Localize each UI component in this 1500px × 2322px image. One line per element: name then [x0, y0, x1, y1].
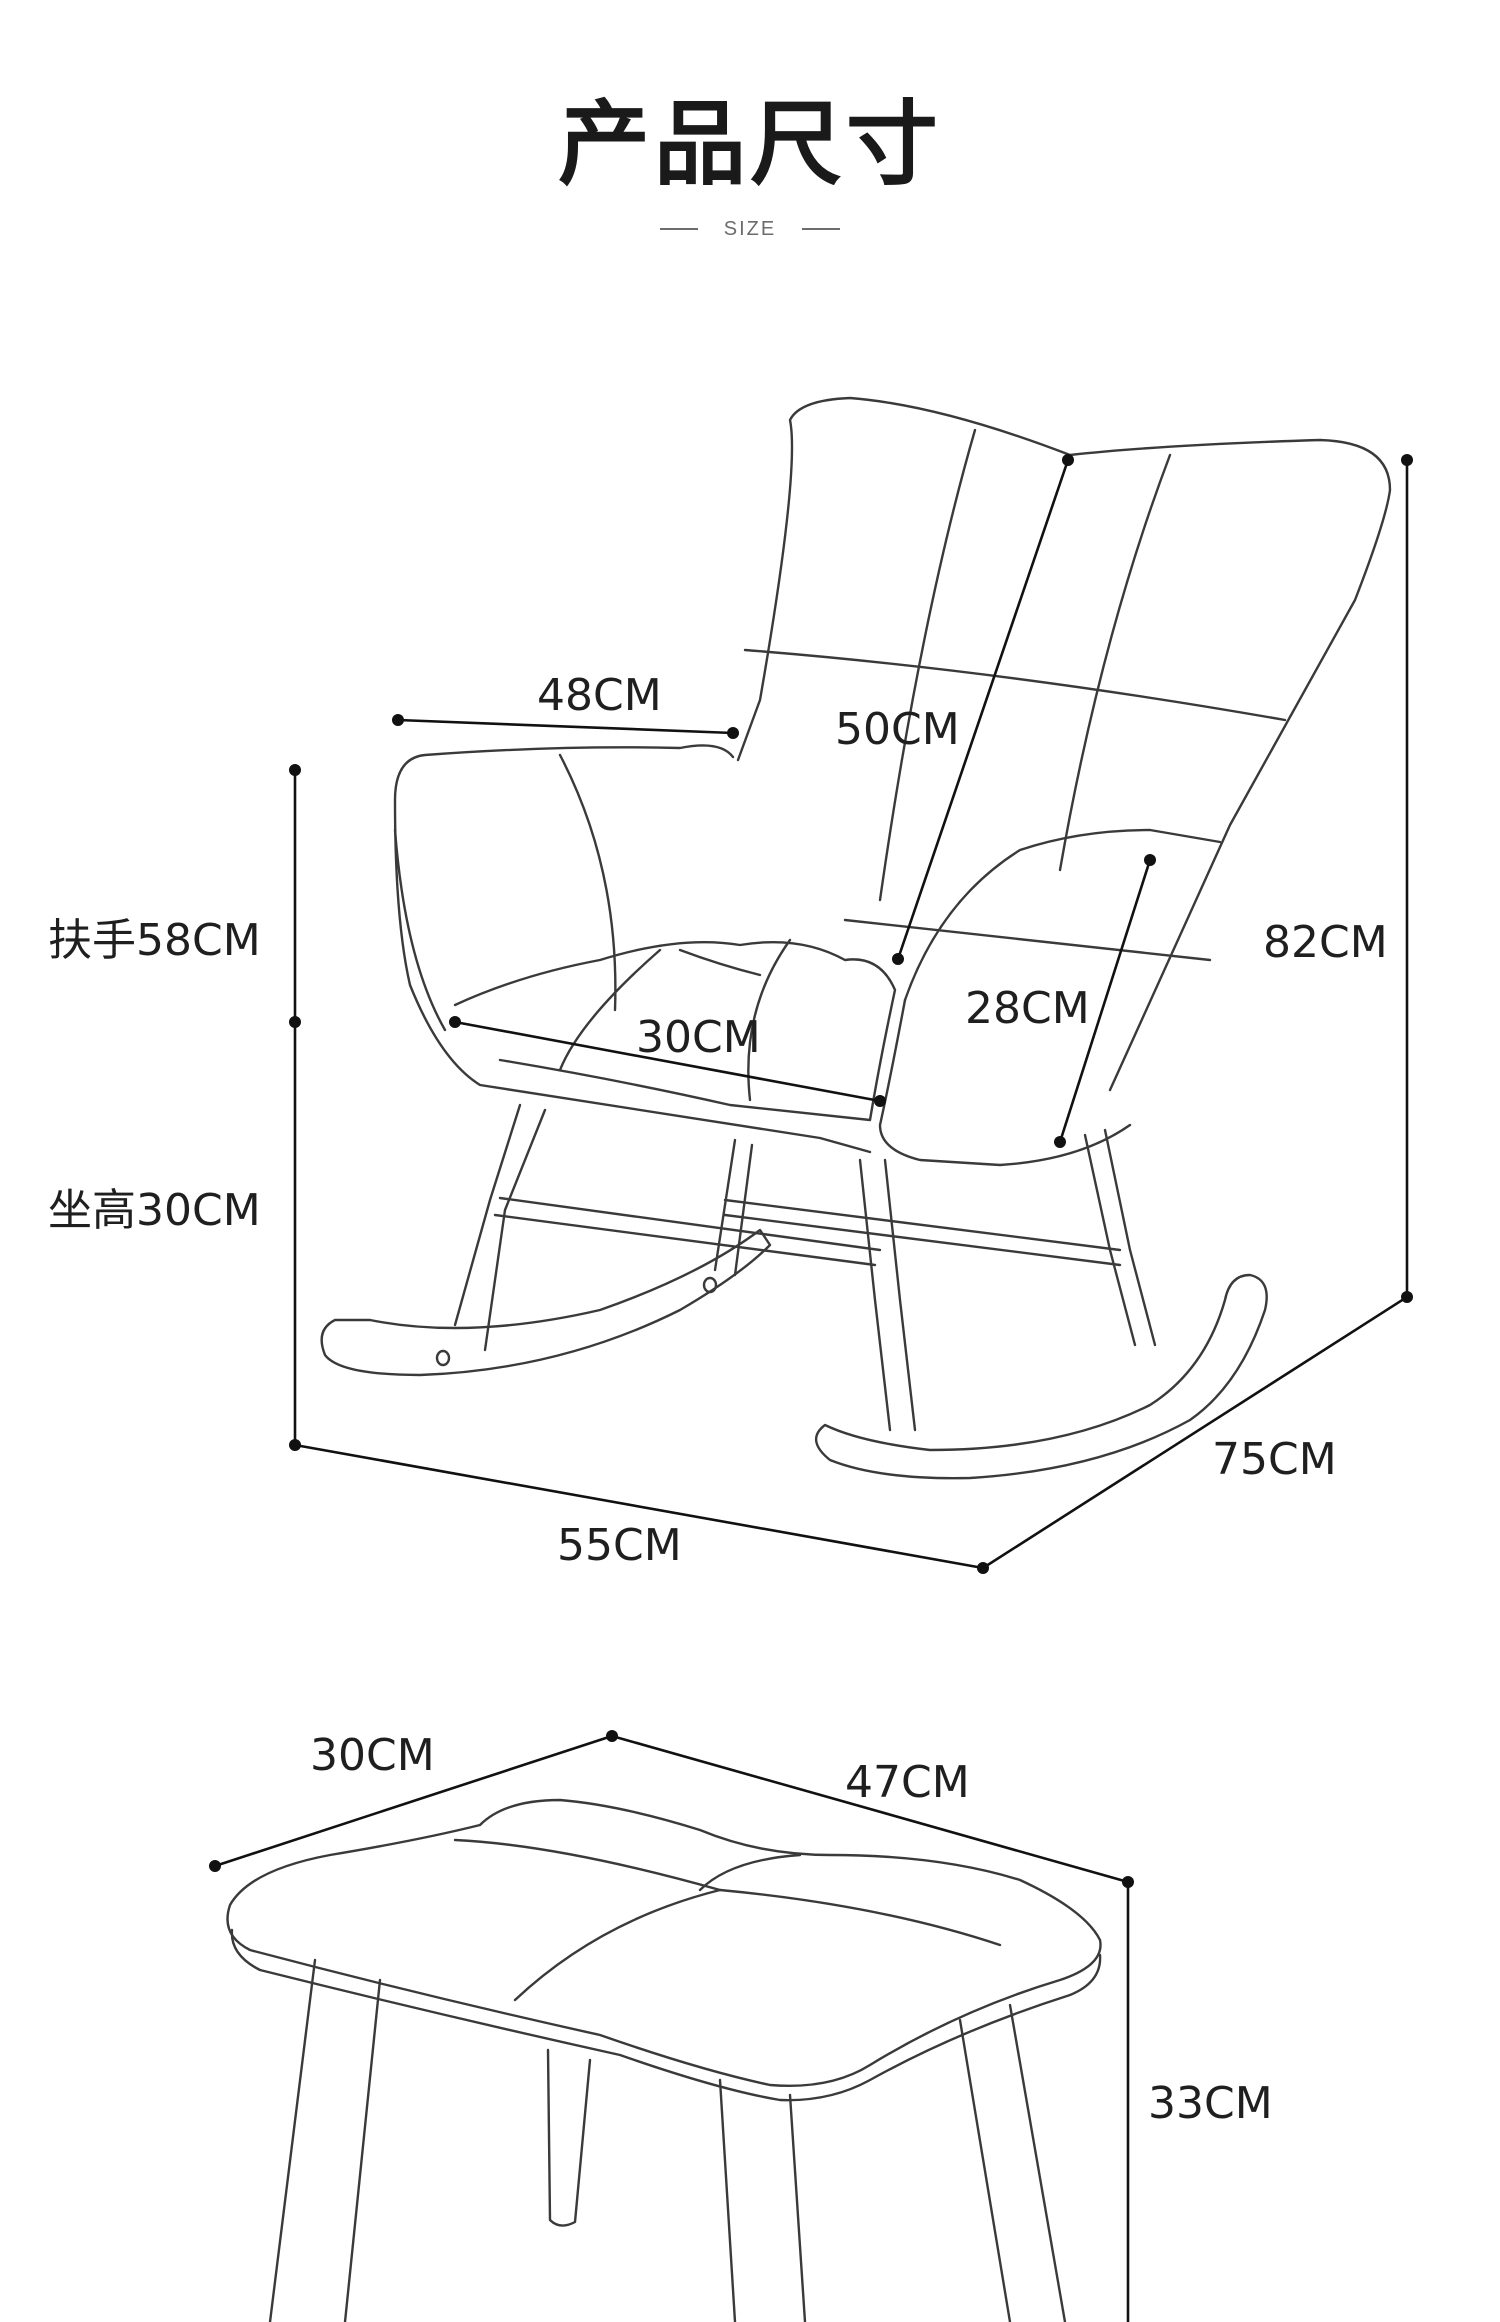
ottoman-leg-back-right-2 — [1008, 2003, 1067, 2322]
dim-dot — [209, 1860, 221, 1872]
label-ottoman-width: 47CM — [845, 1757, 970, 1808]
chair-seat-cushion — [453, 940, 897, 1122]
dim-line-armrest-width — [397, 718, 734, 735]
chair-right-armrest — [903, 828, 1222, 1002]
chair-leg-right-front — [858, 1158, 892, 1432]
chair-leg-center — [713, 1138, 737, 1272]
label-ottoman-height: 33CM — [1148, 2078, 1273, 2129]
chair-crossbar-1 — [498, 1196, 882, 1252]
header: 产品尺寸 SIZE — [0, 0, 1500, 260]
chair-back-seam-h2 — [843, 918, 1212, 962]
chair-seat-seam-2 — [747, 938, 792, 1102]
chair-leg-right-back-2 — [1103, 1128, 1157, 1347]
dim-line-depth — [982, 1295, 1408, 1570]
chair-leg-left-back — [483, 1108, 547, 1352]
chair-crossbar-4 — [723, 1213, 1122, 1267]
dim-dot — [289, 764, 301, 776]
label-seat-depth: 30CM — [636, 1012, 761, 1063]
dim-dot — [892, 953, 904, 965]
label-arm-to-seat: 28CM — [965, 983, 1090, 1034]
rocking-chair-drawing — [320, 396, 1392, 1480]
dim-line-arm-to-seat — [1058, 859, 1152, 1143]
chair-left-armrest-inner — [558, 753, 617, 1012]
dim-dot — [449, 1016, 461, 1028]
dim-line-seat-depth — [454, 1020, 881, 1103]
dim-dot — [289, 1016, 301, 1028]
chair-left-armrest — [393, 744, 872, 1154]
dim-dot — [1062, 454, 1074, 466]
ottoman-leg-front-right — [718, 2078, 737, 2322]
subtitle-rule-left — [659, 228, 698, 230]
dim-dot — [1401, 454, 1413, 466]
ottoman-leg-front-right-2 — [788, 2093, 807, 2322]
label-seat-height: 坐高30CM — [48, 1185, 261, 1236]
chair-leg-right-back — [1083, 1133, 1137, 1347]
ottoman-drawing — [226, 1798, 1102, 2322]
chair-leg-left-front — [453, 1103, 522, 1327]
label-backrest: 50CM — [835, 704, 960, 755]
page-subtitle: SIZE — [723, 217, 777, 240]
ottoman-top — [226, 1798, 1102, 2088]
ottoman-leg-front-left-2 — [343, 1978, 382, 2322]
ottoman-leg-back-right — [958, 2018, 1012, 2322]
ottoman-seam-1 — [453, 1838, 722, 1892]
ottoman-top-lower-edge — [230, 1928, 1102, 2102]
subtitle-row: SIZE — [0, 214, 1500, 244]
label-armrest-height: 扶手58CM — [48, 915, 261, 966]
dim-line-backrest — [896, 459, 1070, 960]
chair-backrest-outline — [736, 396, 1392, 1092]
chair-right-armrest-front — [878, 998, 1132, 1167]
ottoman-seam-2 — [698, 1853, 802, 1892]
chair-crossbar-2 — [493, 1213, 877, 1267]
ottoman-seam-3 — [513, 1888, 722, 2002]
dim-dot — [727, 727, 739, 739]
label-depth: 75CM — [1212, 1434, 1337, 1485]
chair-bolt-left — [435, 1349, 451, 1367]
label-armrest-width: 48CM — [537, 670, 662, 721]
page-title: 产品尺寸 — [557, 90, 942, 198]
dim-line-ottoman-width — [611, 1734, 1129, 1884]
dim-line-ottoman-depth — [214, 1734, 613, 1868]
subtitle-rule-right — [802, 228, 841, 230]
label-width: 55CM — [557, 1520, 682, 1571]
dim-dot — [1054, 1136, 1066, 1148]
chair-seat-seam-3 — [678, 948, 762, 977]
dimension-lines — [209, 454, 1413, 2322]
ottoman-seam-4 — [718, 1888, 1002, 1947]
chair-leg-right-front-2 — [883, 1158, 917, 1432]
dim-dot — [1144, 854, 1156, 866]
label-total-height: 82CM — [1263, 917, 1388, 968]
chair-back-seam-h1 — [743, 648, 1287, 722]
chair-seat-seam-1 — [558, 948, 662, 1072]
chair-bolt-center — [702, 1276, 718, 1294]
dim-dot — [392, 714, 404, 726]
chair-leg-center-2 — [733, 1143, 754, 1277]
chair-back-seam-v1 — [878, 428, 977, 902]
chair-back-seam-v2 — [1058, 453, 1172, 872]
dimension-labels: 48CM 50CM 扶手58CM 坐高30CM 30CM 28CM 82CM 5… — [48, 670, 1388, 2129]
ottoman-leg-front-left — [268, 1958, 317, 2322]
chair-crossbar-3 — [723, 1198, 1122, 1252]
chair-left-armrest-edge — [393, 828, 447, 1032]
dim-line-width — [294, 1443, 984, 1570]
chair-rocker-right — [815, 1273, 1268, 1480]
chair-rocker-left — [320, 1228, 772, 1377]
ottoman-leg-back-left — [546, 2048, 592, 2227]
label-ottoman-depth: 30CM — [310, 1730, 435, 1781]
dim-dot — [874, 1095, 886, 1107]
